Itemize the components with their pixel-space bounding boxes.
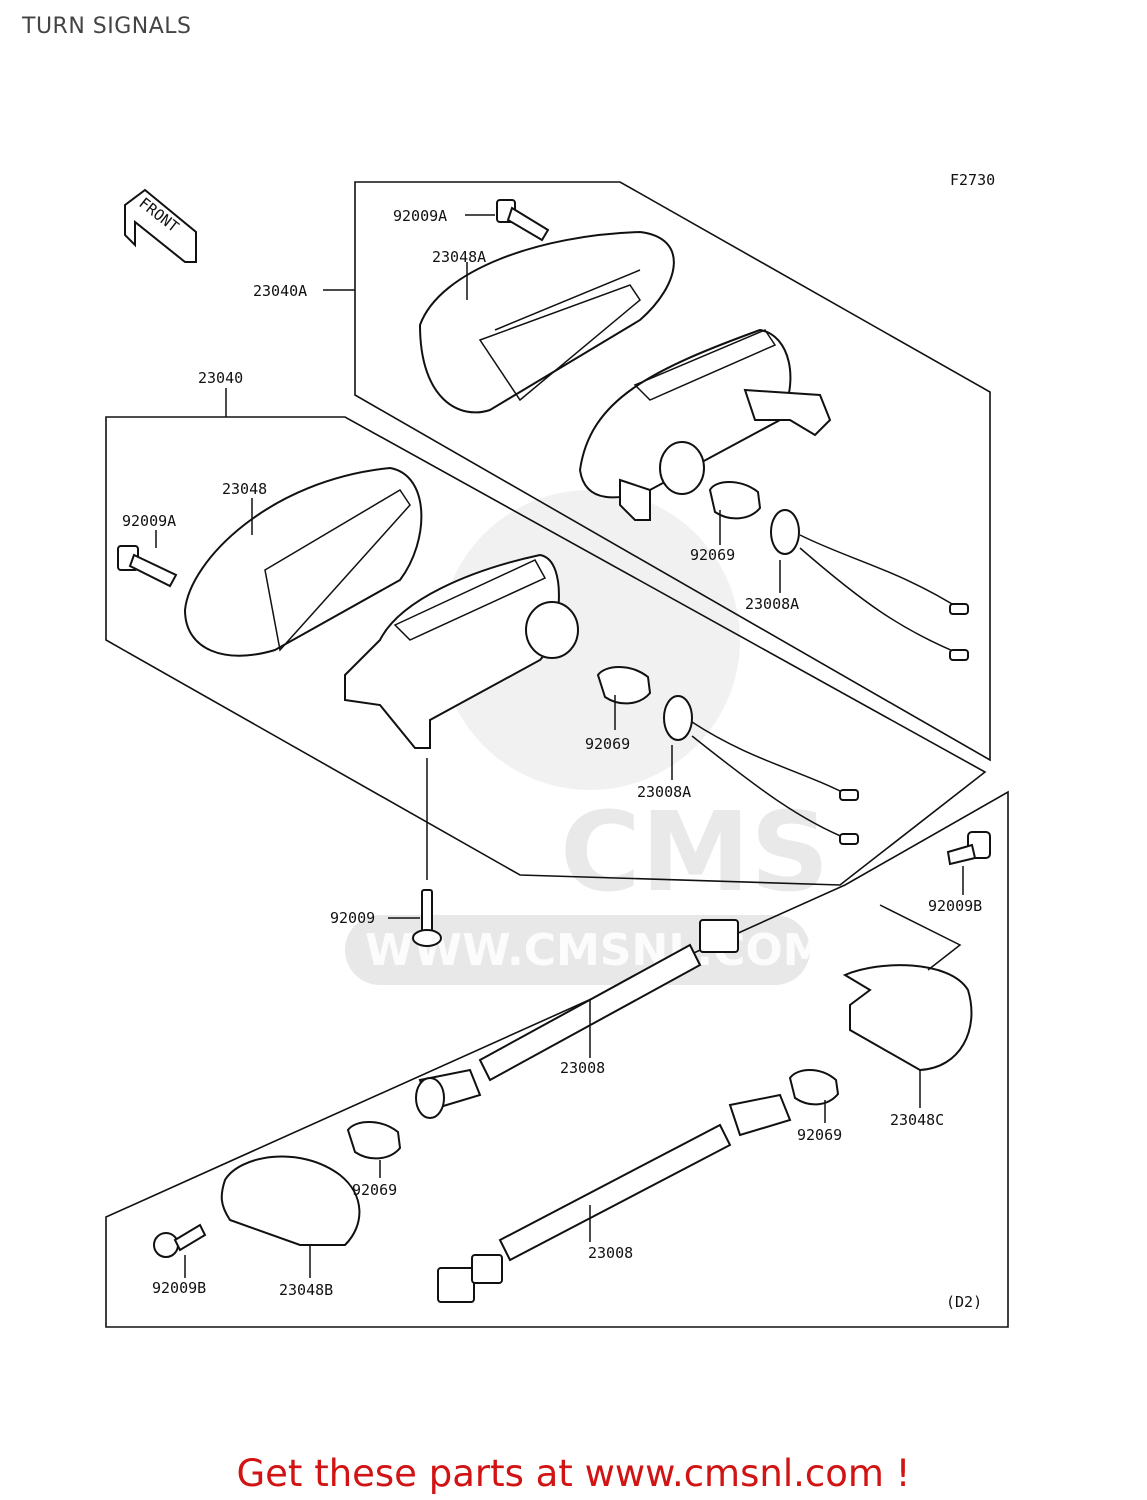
- bulb-92069-rear-left: [346, 1121, 402, 1160]
- watermark-brand: CMS: [560, 788, 829, 916]
- screw-92009B-right: [946, 831, 991, 866]
- label-92009B-left: 92009B: [152, 1279, 206, 1297]
- page-title: TURN SIGNALS: [22, 14, 192, 39]
- label-23048C: 23048C: [890, 1111, 944, 1129]
- cta-link[interactable]: Get these parts at www.cmsnl.com !: [236, 1452, 911, 1495]
- housing-upper: [578, 328, 832, 521]
- label-92069-b: 92069: [585, 735, 630, 753]
- housing-middle: [344, 553, 579, 749]
- lens-23048: [183, 466, 423, 657]
- label-23008A-a: 23008A: [745, 595, 799, 613]
- lens-23048A: [418, 230, 675, 414]
- label-92009: 92009: [330, 909, 375, 927]
- socket-23008A-middle: [663, 695, 859, 845]
- label-92069-d: 92069: [352, 1181, 397, 1199]
- label-92009A-top: 92009A: [393, 207, 447, 225]
- watermark-site: WWW.CMSNL.COM: [365, 925, 827, 976]
- screw-92009A-left: [117, 545, 178, 588]
- frame-assembly-23040A: [354, 181, 991, 762]
- bulb-92069-middle: [596, 666, 652, 705]
- socket-23008A-upper: [770, 509, 969, 661]
- label-23048: 23048: [222, 480, 267, 498]
- lens-23048C: [842, 964, 973, 1072]
- label-23008-lower: 23008: [588, 1244, 633, 1262]
- label-92009B-right: 92009B: [928, 897, 982, 915]
- harness-23008-lower: [437, 1093, 792, 1303]
- screw-92009A-top: [496, 199, 550, 242]
- label-23008-upper: 23008: [560, 1059, 605, 1077]
- label-23048B: 23048B: [279, 1281, 333, 1299]
- lens-23048B: [220, 1155, 361, 1246]
- bulb-92069-rear-right: [788, 1069, 840, 1106]
- frame-assembly-rear: [105, 790, 1009, 1328]
- section-code: (D2): [946, 1293, 982, 1311]
- label-92069-a: 92069: [690, 546, 735, 564]
- screw-92009: [412, 889, 442, 947]
- frame-assembly-23040: [105, 416, 987, 886]
- label-92009A-left: 92009A: [122, 512, 176, 530]
- front-arrow-icon: FRONT: [124, 188, 197, 263]
- label-92069-c: 92069: [797, 1126, 842, 1144]
- bulb-92069-upper: [708, 481, 762, 520]
- label-23040: 23040: [198, 369, 243, 387]
- label-23048A: 23048A: [432, 248, 486, 266]
- leader-lines: [155, 214, 964, 1278]
- label-23008A-b: 23008A: [637, 783, 691, 801]
- ref-code: F2730: [950, 171, 995, 189]
- screw-92009B-left: [153, 1223, 207, 1258]
- label-23040A: 23040A: [253, 282, 307, 300]
